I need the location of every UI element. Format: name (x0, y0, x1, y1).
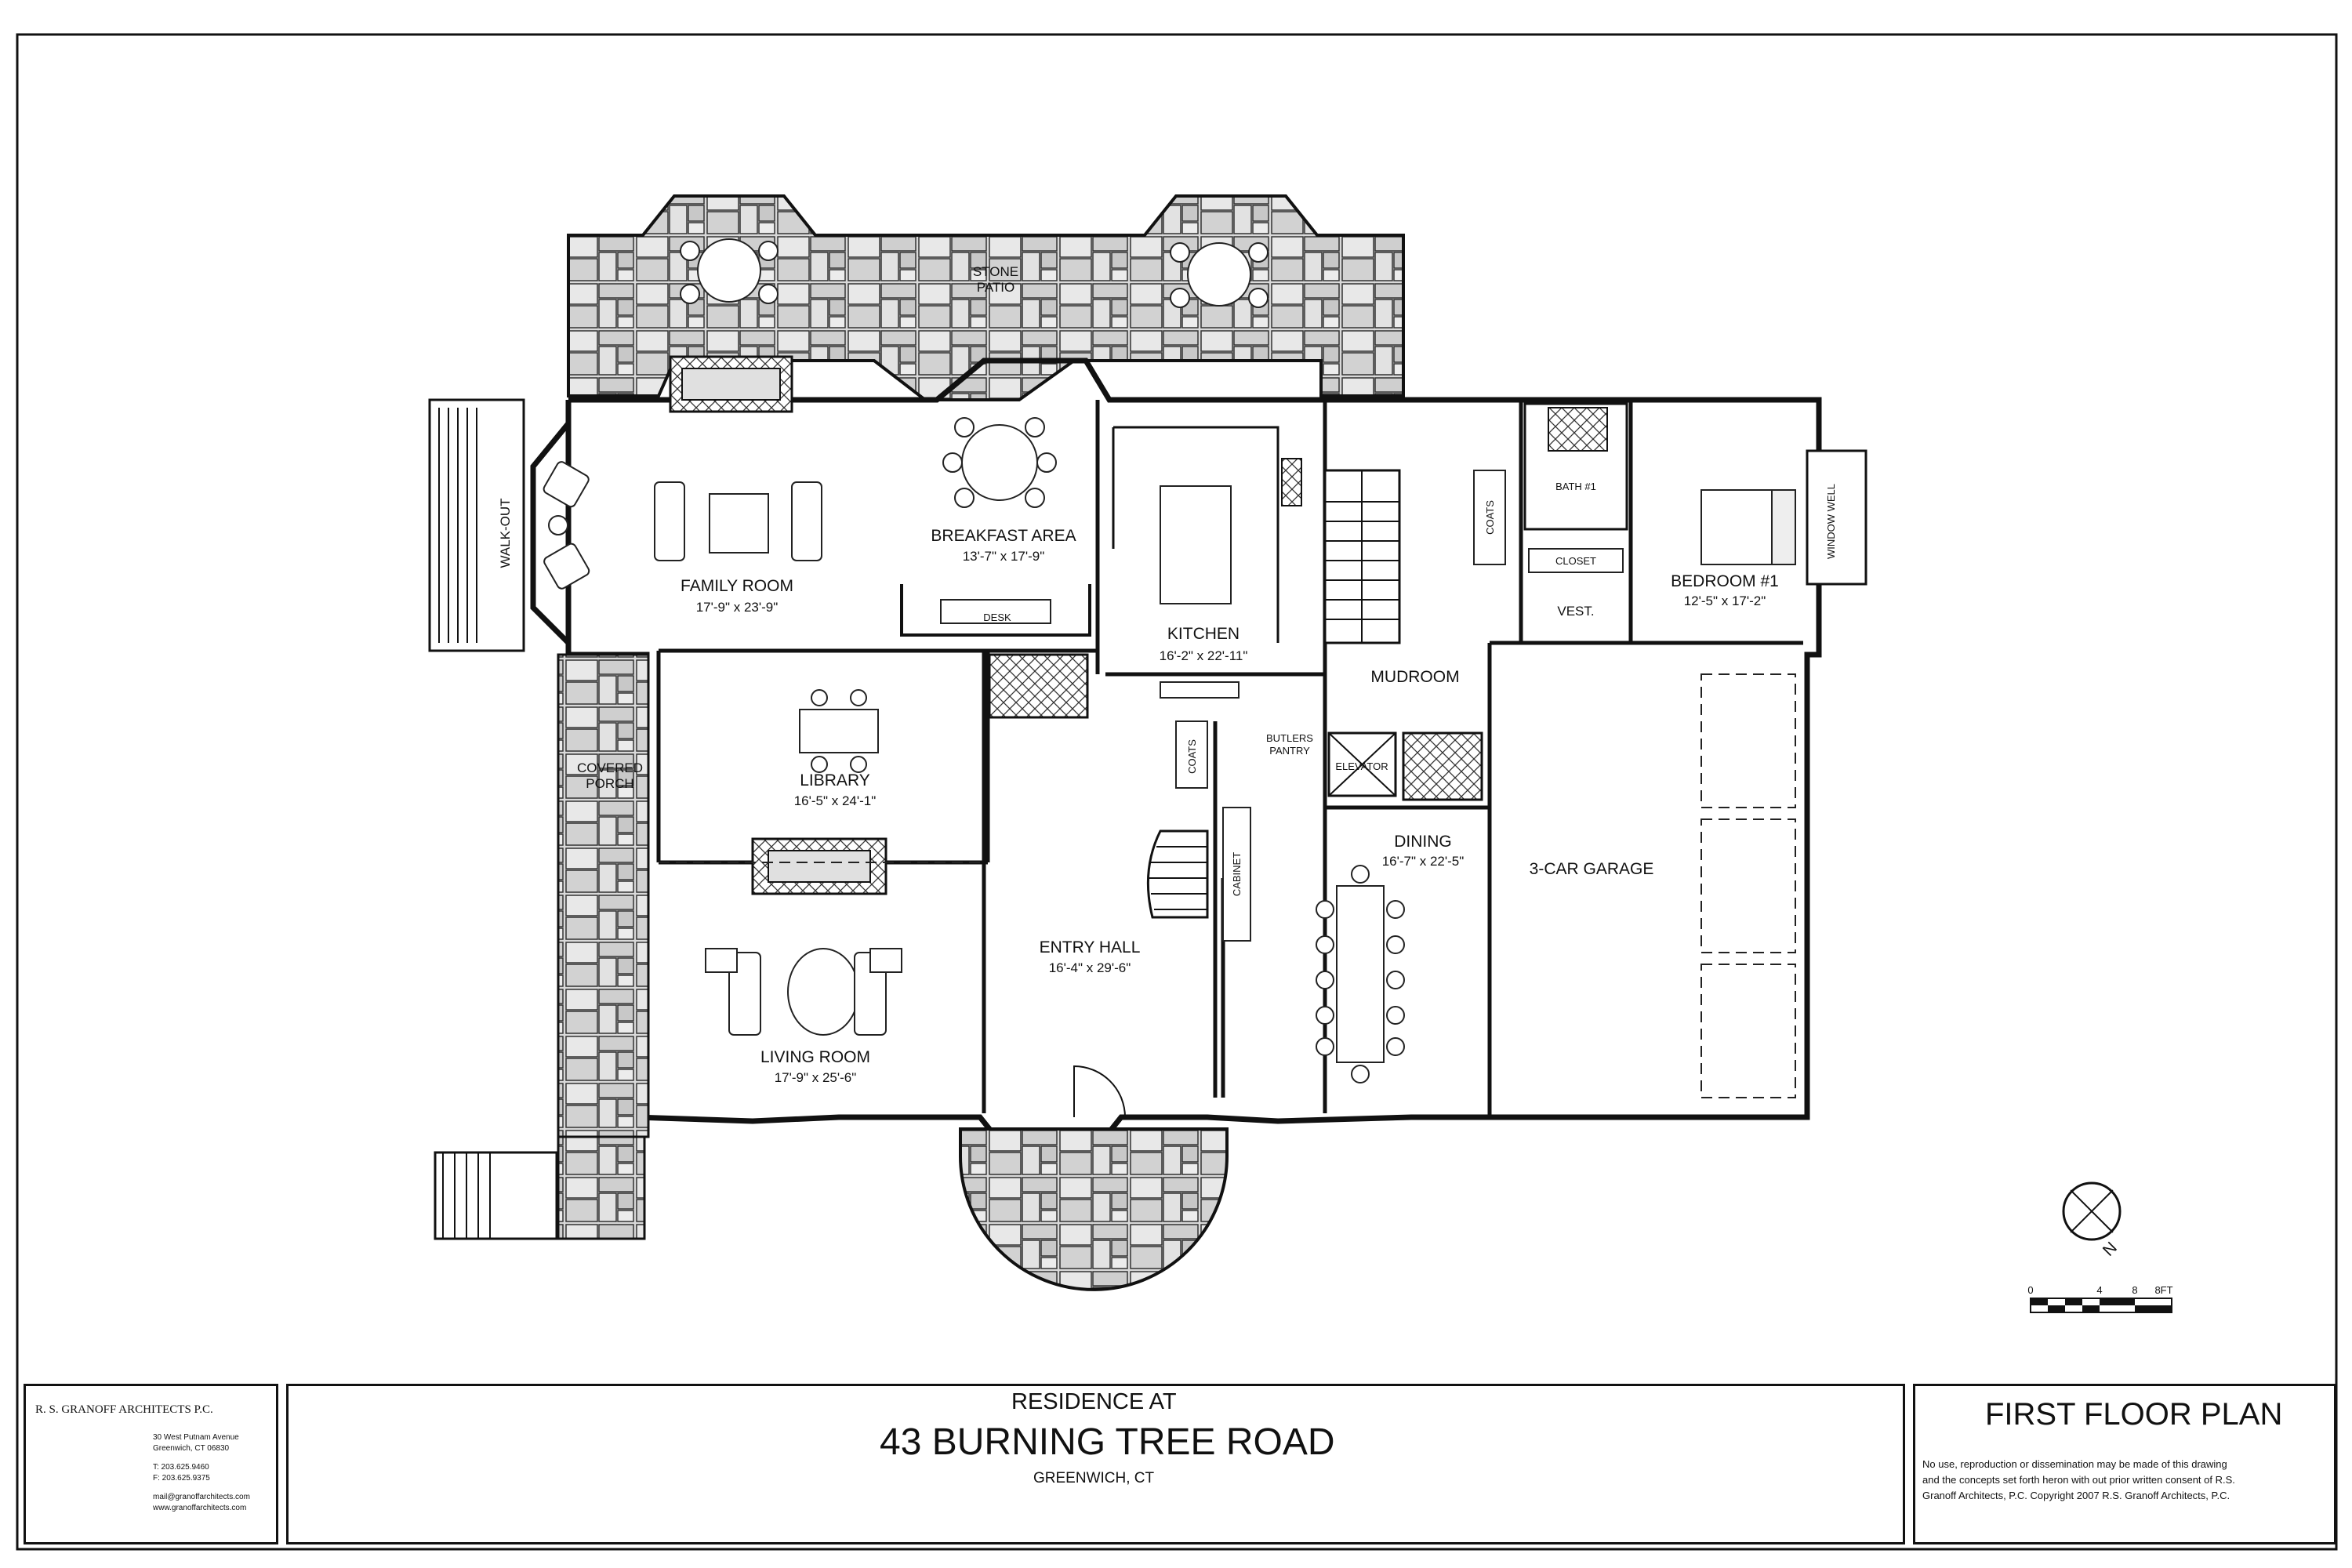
firm-address-2: Greenwich, CT 06830 (153, 1444, 230, 1453)
sheet-border (16, 33, 2338, 1551)
bath-label: BATH #1 (1555, 481, 1596, 492)
breakfast-label: BREAKFAST AREA (931, 527, 1076, 545)
scale-label-0: 0 (2027, 1284, 2033, 1296)
coats-2-label: COATS (1186, 739, 1198, 774)
firm-block (24, 1384, 278, 1544)
garage-doors (1700, 673, 1796, 1098)
desk (900, 584, 1091, 637)
library-dims: 16'-5" x 24'-1" (794, 793, 877, 808)
family-room-dims: 17'-9" x 23'-9" (696, 600, 779, 615)
window-well (1806, 449, 1867, 586)
patio-table-right (1170, 242, 1269, 308)
porch-stone-lower (557, 1135, 646, 1240)
walk-out-stair (428, 398, 525, 652)
butlers-label-1: BUTLERS (1266, 732, 1313, 744)
porch-steps (434, 1151, 558, 1240)
scale-bar (2030, 1298, 2172, 1313)
library-label: LIBRARY (800, 771, 870, 789)
firm-name: R. S. GRANOFF ARCHITECTS P.C. (35, 1403, 213, 1416)
sheet-notice-1: No use, reproduction or dissemination ma… (1922, 1458, 2227, 1470)
family-room-label: FAMILY ROOM (681, 577, 793, 595)
project-city: GREENWICH, CT (1033, 1470, 1155, 1486)
north-label: N (2100, 1239, 2121, 1260)
cabinet (1222, 807, 1251, 942)
entry-dims: 16'-4" x 29'-6" (1049, 960, 1131, 975)
kitchen-label: KITCHEN (1167, 625, 1240, 643)
covered-porch-label-2: PORCH (586, 776, 633, 791)
kitchen-dims: 16'-2" x 22'-11" (1160, 648, 1248, 663)
firm-phone: T: 203.625.9460 (153, 1463, 209, 1472)
closet-label: CLOSET (1555, 555, 1596, 567)
bedroom-dims: 12'-5" x 17'-2" (1684, 593, 1766, 608)
north-arrow (2062, 1181, 2122, 1241)
sheet-notice-2: and the concepts set forth heron with ou… (1922, 1474, 2235, 1486)
living-label: LIVING ROOM (760, 1048, 870, 1066)
entry-label: ENTRY HALL (1040, 938, 1141, 956)
sheet-title: FIRST FLOOR PLAN (1985, 1397, 2283, 1432)
project-address: 43 BURNING TREE ROAD (880, 1421, 1335, 1463)
kitchen-counters (1112, 426, 1302, 699)
firm-address-1: 30 West Putnam Avenue (153, 1433, 239, 1442)
entry-stair (1146, 829, 1209, 919)
desk-label: DESK (983, 612, 1011, 623)
covered-porch (557, 653, 650, 1138)
sheet-block (1913, 1384, 2336, 1544)
stone-patio-label-2: PATIO (977, 280, 1015, 295)
stone-patio-label-1: STONE (973, 264, 1018, 279)
dining-table (1316, 865, 1405, 1083)
rear-stair (1323, 469, 1401, 644)
firm-fax: F: 203.625.9375 (153, 1474, 210, 1483)
scale-label-8ft: 8FT (2154, 1284, 2172, 1296)
library-table (799, 689, 879, 773)
living-dims: 17'-9" x 25'-6" (775, 1070, 857, 1085)
sheet-notice-3: Granoff Architects, P.C. Copyright 2007 … (1922, 1490, 2230, 1501)
front-door-swing (1073, 1065, 1126, 1118)
shower (1548, 407, 1608, 452)
powder-room-left (988, 653, 1089, 719)
scale-label-4: 4 (2096, 1284, 2102, 1296)
project-block (286, 1384, 1905, 1544)
elevator-label: ELEVATOR (1335, 760, 1388, 772)
coats-closet-2 (1175, 720, 1208, 789)
project-header: RESIDENCE AT (1011, 1389, 1177, 1414)
bedroom-label: BEDROOM #1 (1671, 572, 1779, 590)
coats-1-label: COATS (1484, 500, 1496, 535)
mudroom-label: MUDROOM (1370, 668, 1459, 686)
closet (1528, 548, 1624, 573)
walk-out-label: WALK-OUT (498, 498, 513, 568)
cabinet-label: CABINET (1231, 852, 1243, 896)
breakfast-table (942, 417, 1057, 508)
patio-table-left (680, 238, 779, 304)
living-room-furniture (705, 948, 902, 1036)
library-fireplace (751, 837, 887, 895)
front-portico (959, 1127, 1229, 1291)
scale-label-8: 8 (2132, 1284, 2137, 1296)
firm-email[interactable]: mail@granoffarchitects.com (153, 1493, 250, 1501)
powder-room-right (1402, 731, 1483, 801)
family-room-bay (530, 421, 571, 645)
window-well-label: WINDOW WELL (1825, 484, 1837, 559)
covered-porch-label-1: COVERED (577, 760, 643, 775)
vest-label: VEST. (1557, 604, 1594, 619)
firm-web[interactable]: www.granoffarchitects.com (153, 1504, 247, 1512)
bedroom-bed (1700, 489, 1796, 565)
family-room-fireplace (669, 355, 793, 413)
dining-label: DINING (1394, 833, 1452, 851)
family-room-furniture (543, 461, 822, 590)
butlers-label-2: PANTRY (1269, 745, 1310, 757)
coats-closet-1 (1473, 470, 1506, 565)
breakfast-dims: 13'-7" x 17'-9" (963, 549, 1045, 564)
dining-dims: 16'-7" x 22'-5" (1382, 854, 1465, 869)
garage-label: 3-CAR GARAGE (1530, 860, 1654, 878)
